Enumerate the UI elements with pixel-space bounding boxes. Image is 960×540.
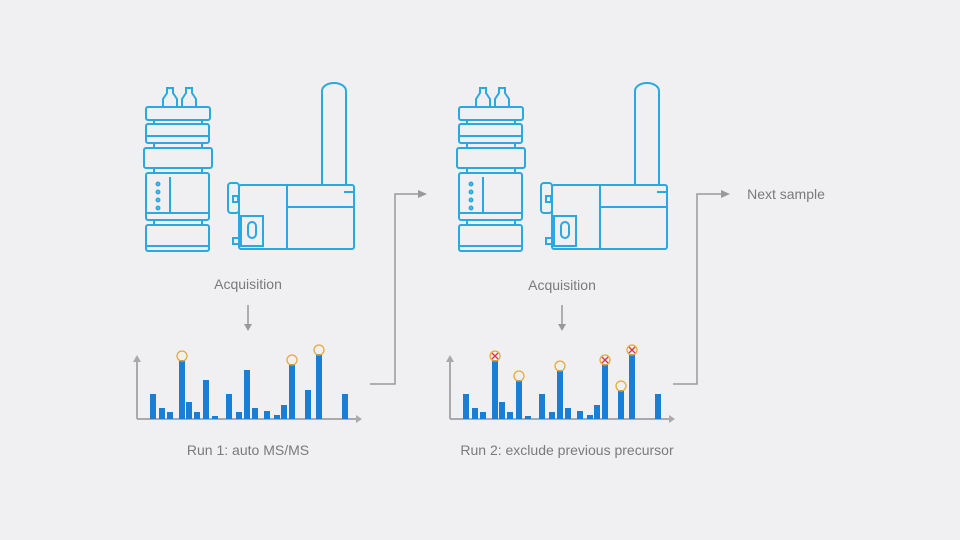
spectrum-bar — [618, 390, 624, 419]
spectrum-bar — [226, 394, 232, 419]
spectrum-bar — [316, 354, 322, 419]
spectrum-bar — [525, 416, 531, 419]
spectrum-bar — [244, 370, 250, 419]
spectrum-bar — [264, 411, 270, 419]
spectrum-bar — [577, 411, 583, 419]
spectrum-bar — [281, 405, 287, 419]
x-axis-arrow — [356, 415, 362, 423]
excluded-cross-icon — [491, 352, 499, 360]
spectrum-bar — [212, 416, 218, 419]
spectrum-bar — [557, 370, 563, 419]
excluded-cross-icon — [628, 346, 636, 354]
excluded-cross-icon — [601, 356, 609, 364]
spectrum-bar — [587, 415, 593, 419]
spectrum-bar — [305, 390, 311, 419]
precursor-marker — [554, 360, 566, 372]
spectrum-bar — [499, 402, 505, 419]
acquisition-label-2: Acquisition — [528, 277, 596, 293]
run1-label: Run 1: auto MS/MS — [186, 442, 310, 458]
spectrum-bar — [150, 394, 156, 419]
lc-ms-instrument-1 — [143, 82, 355, 252]
spectrum-bar — [167, 412, 173, 419]
flow-arrow-1 — [370, 193, 420, 385]
spectrum-bar — [159, 408, 165, 419]
spectrum-chart-run1 — [133, 344, 362, 423]
spectrum-bar — [602, 364, 608, 419]
flow-arrow-2 — [673, 193, 722, 385]
lc-ms-instrument-2 — [456, 82, 668, 252]
spectrum-bar — [203, 380, 209, 419]
precursor-marker — [615, 380, 627, 392]
spectrum-bar — [463, 394, 469, 419]
next-sample-label: Next sample — [747, 186, 825, 202]
spectrum-chart-run2 — [446, 344, 675, 423]
x-axis-arrow — [669, 415, 675, 423]
spectrum-bar — [179, 360, 185, 419]
spectrum-bar — [549, 412, 555, 419]
spectrum-bar — [289, 364, 295, 419]
spectrum-bar — [516, 380, 522, 419]
precursor-marker — [489, 350, 501, 362]
spectrum-bar — [274, 415, 280, 419]
spectrum-bar — [342, 394, 348, 419]
spectrum-bar — [186, 402, 192, 419]
spectrum-bar — [472, 408, 478, 419]
precursor-marker — [599, 354, 611, 366]
spectrum-bar — [252, 408, 258, 419]
spectrum-bar — [539, 394, 545, 419]
spectrum-bar — [492, 360, 498, 419]
run2-label: Run 2: exclude previous precursor — [460, 442, 674, 458]
precursor-marker — [176, 350, 188, 362]
acquisition-label-1: Acquisition — [214, 276, 282, 292]
spectrum-bar — [236, 412, 242, 419]
spectrum-bar — [565, 408, 571, 419]
y-axis-arrow — [446, 355, 454, 362]
precursor-marker — [286, 354, 298, 366]
spectrum-bar — [507, 412, 513, 419]
spectrum-bar — [629, 354, 635, 419]
spectrum-bar — [194, 412, 200, 419]
y-axis-arrow — [133, 355, 141, 362]
spectrum-bar — [480, 412, 486, 419]
spectrum-bar — [655, 394, 661, 419]
precursor-marker — [513, 370, 525, 382]
spectrum-bar — [594, 405, 600, 419]
precursor-marker — [313, 344, 325, 356]
precursor-marker — [626, 344, 638, 356]
